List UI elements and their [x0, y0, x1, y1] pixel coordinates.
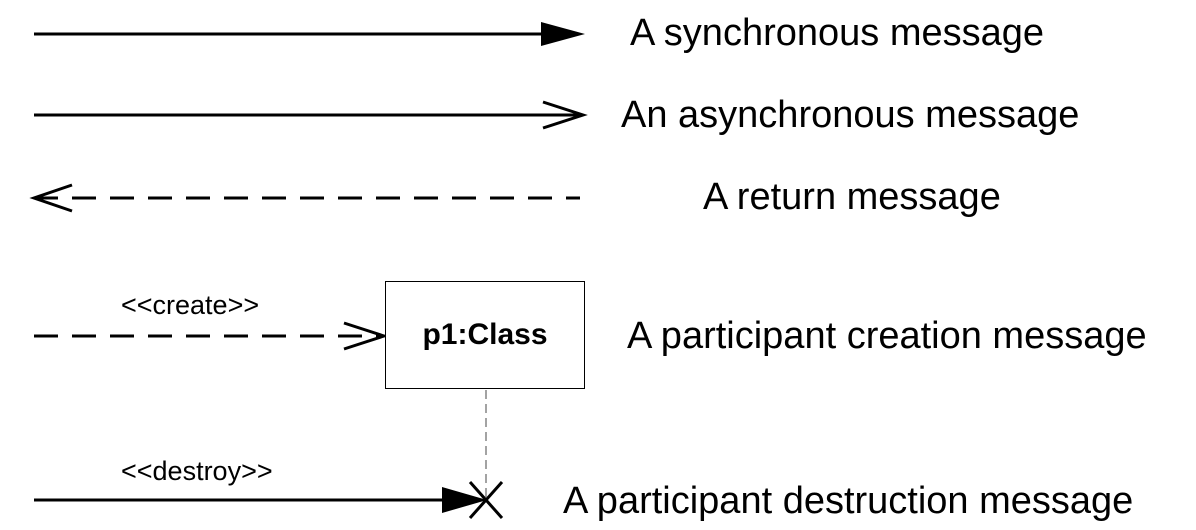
synchronous-message-label: A synchronous message	[630, 12, 1045, 54]
synchronous-message-arrow	[34, 22, 585, 46]
return-message-label: A return message	[703, 176, 1001, 218]
open-arrowhead-icon	[542, 100, 588, 130]
asynchronous-message-label: An asynchronous message	[621, 94, 1080, 136]
destruction-x-icon	[468, 481, 504, 519]
open-arrowhead-icon	[29, 183, 73, 213]
destroy-stereotype-label: <<destroy>>	[121, 456, 273, 486]
creation-message-label: A participant creation message	[627, 315, 1147, 357]
filled-arrowhead-icon	[442, 487, 487, 513]
asynchronous-message-arrow	[34, 100, 588, 130]
participant-name: p1:Class	[422, 318, 548, 351]
creation-message-arrow	[34, 321, 389, 351]
destruction-message-arrow	[34, 481, 504, 519]
destruction-message-label: A participant destruction message	[563, 480, 1134, 522]
create-stereotype-label: <<create>>	[121, 290, 260, 320]
filled-arrowhead-icon	[541, 22, 585, 46]
open-arrowhead-icon	[343, 321, 389, 351]
return-message-arrow	[29, 183, 580, 213]
participant-box: p1:Class	[385, 281, 585, 389]
